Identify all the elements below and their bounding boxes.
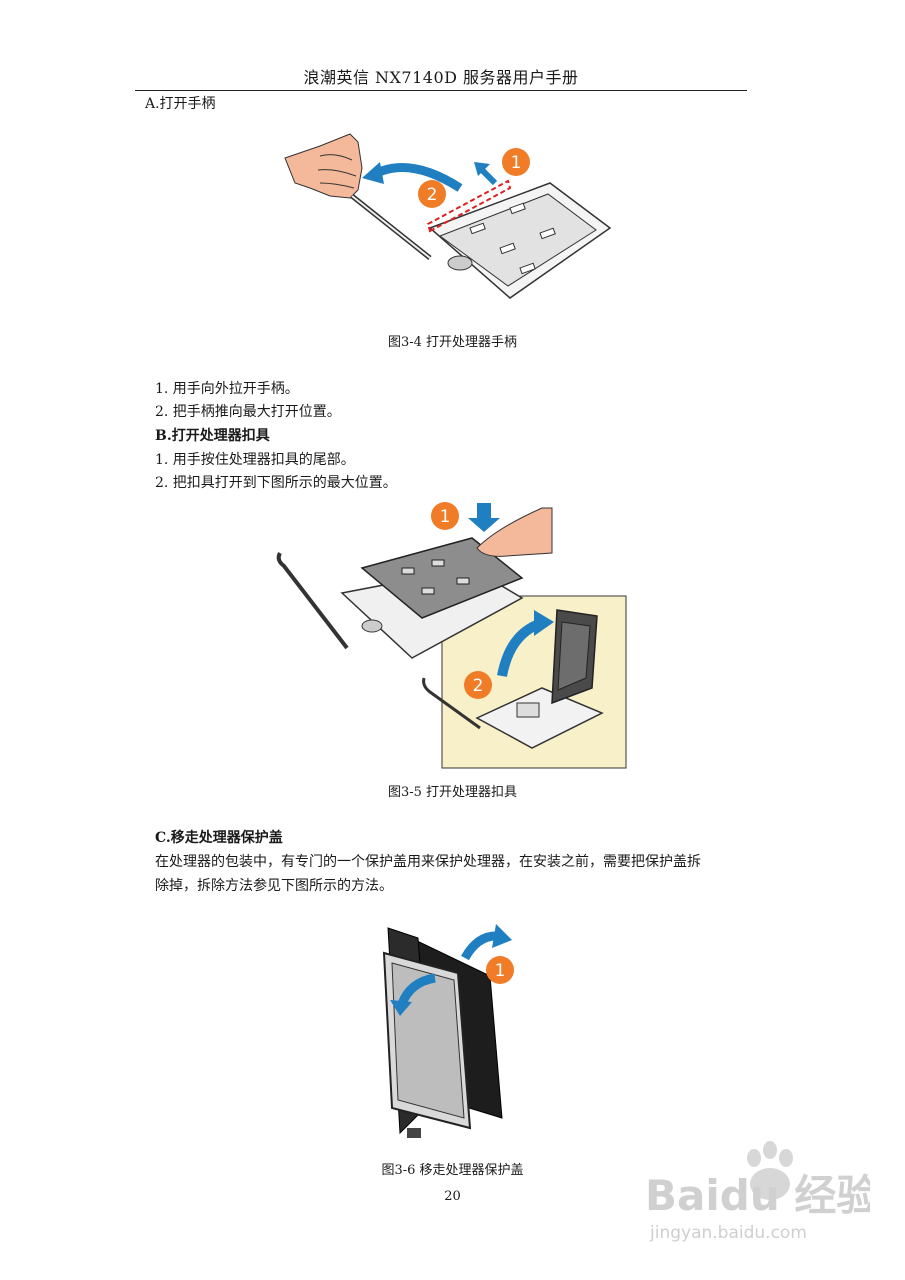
badge-2: 2 (473, 676, 484, 696)
page-number: 20 (444, 1189, 461, 1204)
figure-3-4-open-handle: 2 1 (284, 133, 612, 299)
document-header: 浪潮英信 NX7140D 服务器用户手册 (303, 68, 579, 87)
watermark-brand: Baidu 经验 (645, 1171, 870, 1220)
figure-3-6-caption: 图3-6 移走处理器保护盖 (381, 1163, 524, 1178)
watermark-url: jingyan.baidu.com (649, 1223, 807, 1243)
step-b-1: 1. 用手按住处理器扣具的尾部。 (155, 452, 355, 468)
badge-1: 1 (511, 153, 522, 173)
figure-3-5-open-clamp: 1 2 (276, 502, 627, 769)
section-b-heading: B.打开处理器扣具 (155, 428, 270, 444)
figure-3-5-caption: 图3-5 打开处理器扣具 (387, 785, 518, 800)
baidu-jingyan-watermark: Baidu 经验 jingyan.baidu.com (645, 1141, 870, 1243)
section-c-heading: C.移走处理器保护盖 (155, 830, 283, 846)
badge-1: 1 (440, 507, 451, 527)
badge-2: 2 (427, 185, 438, 205)
paw-logo-icon (747, 1141, 793, 1200)
section-c-paragraph-line-2: 除掉，拆除方法参见下图所示的方法。 (155, 878, 393, 894)
step-b-2: 2. 把扣具打开到下图所示的最大位置。 (155, 475, 397, 491)
header-rule (135, 90, 747, 91)
figure-3-4-caption: 图3-4 打开处理器手柄 (387, 335, 518, 350)
badge-1: 1 (495, 961, 506, 981)
figure-3-6-remove-cover: 1 (382, 924, 514, 1138)
section-c-paragraph-line-1: 在处理器的包装中，有专门的一个保护盖用来保护处理器，在安装之前，需要把保护盖拆 (155, 854, 701, 870)
step-a-2: 2. 把手柄推向最大打开位置。 (155, 404, 341, 420)
step-a-1: 1. 用手向外拉开手柄。 (155, 381, 299, 397)
section-a-heading: A.打开手柄 (145, 96, 216, 112)
